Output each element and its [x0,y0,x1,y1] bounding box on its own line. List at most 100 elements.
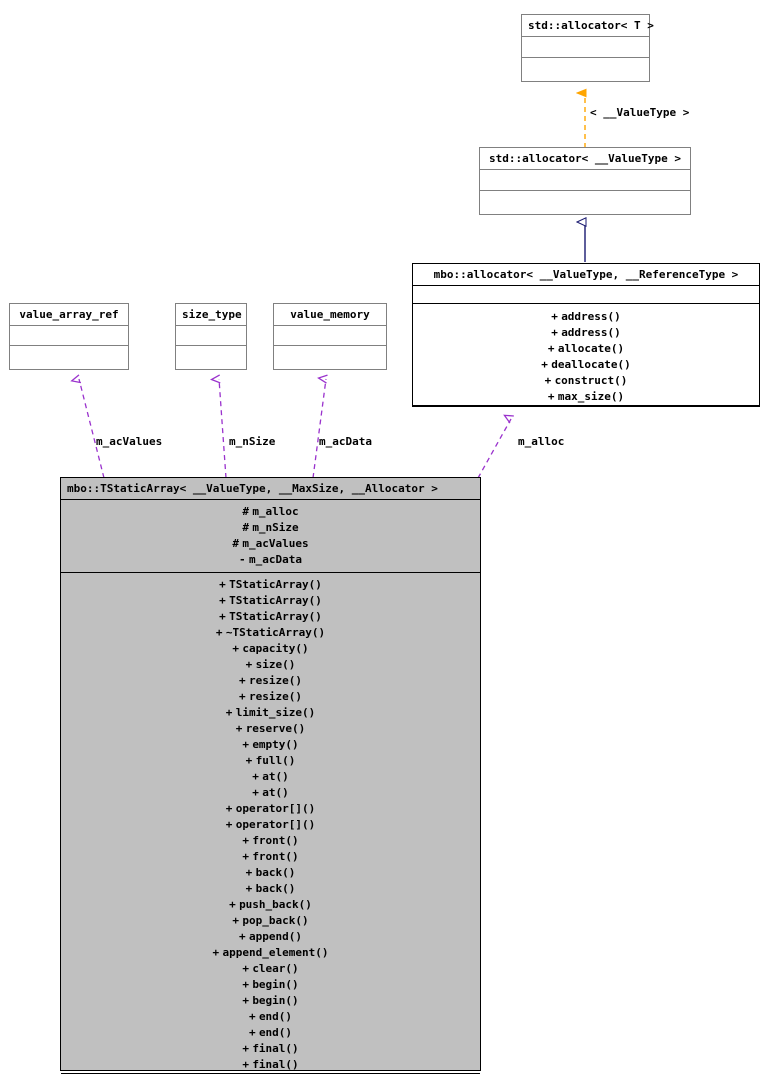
member-visibility: + [547,390,555,403]
member-visibility: + [245,754,253,767]
class-operations-value-array-ref [10,346,128,370]
class-node-mbo-allocator[interactable]: mbo::allocator< __ValueType, __Reference… [412,263,760,407]
member-name: end() [258,1010,293,1023]
class-title-std-allocator-t: std::allocator< T > [522,15,654,37]
member-name: at() [262,786,289,799]
member-name: m_alloc [252,505,299,518]
member-visibility: + [219,594,226,607]
member-visibility: + [245,882,253,895]
member-visibility: + [245,866,253,879]
member-visibility: + [232,642,239,655]
member-name: operator[]() [235,802,316,815]
class-attributes-size-type [176,326,246,346]
member-row: +at() [61,769,480,785]
member-visibility: + [551,310,558,323]
class-node-value-memory[interactable]: value_memory [273,303,387,370]
class-node-mbo-tstaticarray[interactable]: mbo::TStaticArray< __ValueType, __MaxSiz… [60,477,481,1074]
member-row: #m_acValues [61,536,480,552]
member-row: -m_acData [61,552,480,568]
member-visibility: + [235,722,243,735]
member-name: at() [262,770,289,783]
member-visibility: + [242,850,249,863]
member-name: front() [252,850,299,863]
member-visibility: + [242,1058,249,1071]
member-visibility: + [239,674,246,687]
member-name: full() [255,754,296,767]
class-node-std-allocator-t[interactable]: std::allocator< T > [521,14,654,82]
member-row: +reserve() [61,721,480,737]
member-row: +address() [413,325,759,341]
member-row: +final() [61,1041,480,1057]
member-visibility: + [252,786,259,799]
member-row: +construct() [413,373,759,389]
class-operations-std-allocator-t [522,58,649,82]
member-name: front() [252,834,299,847]
member-visibility: + [547,342,555,355]
member-visibility: + [252,770,259,783]
class-title-value-memory: value_memory [274,304,386,326]
member-name: limit_size() [235,706,316,719]
member-row: +resize() [61,673,480,689]
member-name: m_acData [249,553,302,566]
member-name: begin() [252,978,299,991]
member-row: +final() [61,1057,480,1073]
edge-label-m-alloc: m_alloc [518,435,565,448]
member-name: final() [252,1042,299,1055]
member-row: +size() [61,657,480,673]
member-row: +full() [61,753,480,769]
member-row: +push_back() [61,897,480,913]
member-visibility: + [219,578,226,591]
member-visibility: + [225,706,233,719]
member-row: +append() [61,929,480,945]
member-row: +TStaticArray() [61,609,480,625]
class-attributes-value-memory [274,326,386,346]
member-row: +empty() [61,737,480,753]
member-visibility: + [248,1026,256,1039]
member-name: deallocate() [551,358,631,371]
member-row: +~TStaticArray() [61,625,480,641]
member-visibility: + [239,930,246,943]
member-name: max_size() [557,390,625,403]
member-name: TStaticArray() [229,594,322,607]
member-row: +begin() [61,993,480,1009]
member-name: reserve() [245,722,306,735]
class-title-mbo-allocator: mbo::allocator< __ValueType, __Reference… [413,264,759,286]
member-name: m_nSize [252,521,299,534]
member-row: +TStaticArray() [61,593,480,609]
member-row: +limit_size() [61,705,480,721]
member-name: resize() [249,674,302,687]
class-node-std-allocator-valuetype[interactable]: std::allocator< __ValueType > [479,147,691,215]
member-name: address() [561,310,621,323]
member-row: +TStaticArray() [61,577,480,593]
member-name: empty() [252,738,299,751]
edge-label-m-nsize: m_nSize [229,435,276,448]
edge-label-template-binding: < __ValueType > [590,106,690,119]
member-name: m_acValues [242,537,309,550]
class-title-size-type: size_type [176,304,246,326]
class-operations-size-type [176,346,246,370]
member-name: begin() [252,994,299,1007]
member-row: +end() [61,1009,480,1025]
member-visibility: + [544,374,552,387]
class-operations-std-allocator-valuetype [480,191,690,215]
member-visibility: # [242,521,249,534]
member-name: end() [258,1026,293,1039]
member-visibility: + [232,914,239,927]
member-visibility: + [229,898,236,911]
member-name: address() [561,326,621,339]
member-name: clear() [252,962,299,975]
member-visibility: + [242,978,249,991]
member-name: operator[]() [235,818,316,831]
class-title-std-allocator-valuetype: std::allocator< __ValueType > [480,148,690,170]
class-node-size-type[interactable]: size_type [175,303,247,370]
member-name: push_back() [239,898,312,911]
member-visibility: # [242,505,249,518]
member-visibility: + [245,658,253,671]
member-visibility: + [242,834,249,847]
class-attributes-mbo-tstaticarray: #m_alloc#m_nSize #m_acValues-m_acData [61,500,480,573]
class-node-value-array-ref[interactable]: value_array_ref [9,303,129,370]
member-visibility: + [242,738,249,751]
member-name: ~TStaticArray() [225,626,326,639]
member-row: +allocate() [413,341,759,357]
